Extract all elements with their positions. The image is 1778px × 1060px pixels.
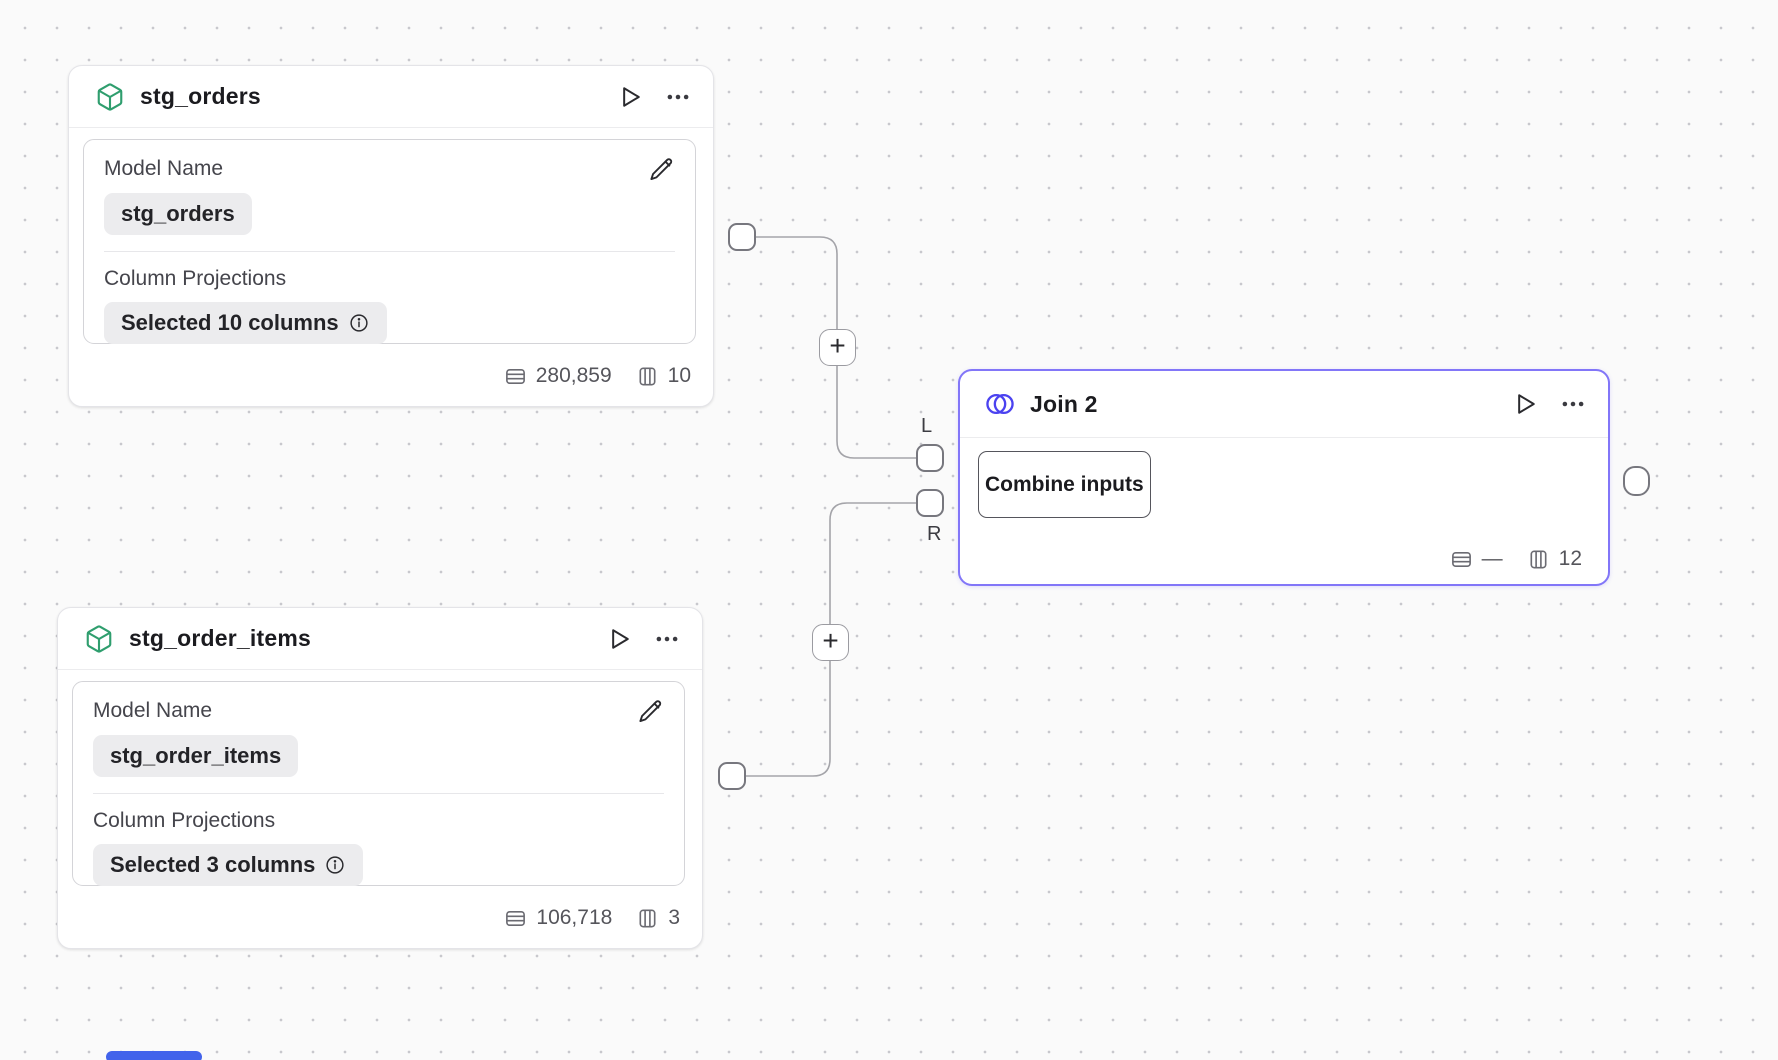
model-name-value: stg_orders [121, 201, 235, 226]
model-name-value-pill: stg_order_items [93, 735, 299, 777]
columns-icon [636, 365, 659, 388]
node-title: Join 2 [1030, 390, 1098, 417]
output-port-stg-order-items[interactable] [718, 762, 746, 790]
edit-model-name-button[interactable] [637, 698, 664, 725]
node-stg-order-items[interactable]: stg_order_items Model Name [57, 607, 703, 949]
model-config-card: Model Name stg_order_items Column Projec… [72, 681, 685, 887]
node-join-2[interactable]: Join 2 Combine inputs [958, 369, 1610, 586]
node-stg-orders[interactable]: stg_orders Model Name [68, 65, 714, 407]
column-projections-label: Column Projections [104, 267, 287, 290]
info-icon[interactable] [324, 854, 346, 876]
output-port-join[interactable] [1623, 466, 1650, 496]
header-divider [960, 437, 1608, 438]
column-count-value: 3 [668, 906, 680, 929]
column-count-value: 12 [1558, 547, 1582, 570]
plus-icon: + [829, 330, 846, 361]
play-icon [616, 83, 644, 111]
header-divider [58, 669, 702, 670]
row-count-value: 280,859 [535, 364, 612, 387]
node-header: stg_orders [69, 66, 713, 127]
columns-icon [636, 907, 659, 930]
node-stats-footer: 106,718 3 [58, 886, 702, 950]
ellipsis-icon [665, 84, 691, 110]
right-port-label: R [927, 523, 942, 545]
output-port-stg-orders[interactable] [728, 223, 756, 251]
column-projections-pill[interactable]: Selected 3 columns [93, 844, 364, 887]
model-name-label: Model Name [104, 157, 224, 180]
pencil-icon [637, 698, 664, 725]
model-config-card: Model Name stg_orders Column Projections… [83, 139, 696, 345]
column-count-value: 10 [667, 364, 691, 387]
model-name-label: Model Name [93, 699, 213, 722]
plus-icon: + [822, 625, 839, 656]
node-title: stg_order_items [129, 625, 311, 651]
node-menu-button[interactable] [1560, 391, 1586, 417]
columns-icon [1527, 548, 1550, 571]
node-menu-button[interactable] [665, 84, 691, 110]
model-cube-icon [95, 82, 125, 112]
info-icon[interactable] [348, 312, 370, 334]
model-cube-icon [84, 624, 114, 654]
ellipsis-icon [1560, 391, 1586, 417]
combine-inputs-button[interactable]: Combine inputs [978, 451, 1151, 518]
ellipsis-icon [654, 626, 680, 652]
node-header: stg_order_items [58, 608, 702, 669]
column-count-stat: 3 [636, 906, 680, 930]
node-menu-button[interactable] [654, 626, 680, 652]
column-projections-value: Selected 10 columns [121, 310, 339, 336]
run-node-button[interactable] [616, 83, 644, 111]
add-node-on-edge-button-top[interactable]: + [819, 329, 856, 366]
node-stats-footer: 280,859 10 [69, 344, 713, 408]
column-count-stat: 12 [1527, 547, 1582, 571]
join-input-port-left[interactable] [916, 444, 944, 472]
card-divider [104, 251, 675, 252]
play-icon [1511, 390, 1539, 418]
model-name-value: stg_order_items [110, 743, 282, 768]
node-header: Join 2 [960, 371, 1608, 437]
column-projections-label: Column Projections [93, 809, 276, 832]
add-node-on-edge-button-bottom[interactable]: + [812, 624, 849, 661]
horizontal-scrollbar-thumb[interactable] [106, 1051, 202, 1060]
header-divider [69, 127, 713, 128]
column-count-stat: 10 [636, 364, 691, 388]
join-venn-icon [984, 392, 1016, 416]
node-stats-footer: — 12 [1450, 547, 1582, 571]
edit-model-name-button[interactable] [648, 156, 675, 183]
rows-icon [504, 907, 527, 930]
rows-icon [504, 365, 527, 388]
row-count-stat: — [1450, 547, 1503, 571]
column-projections-pill[interactable]: Selected 10 columns [104, 302, 387, 345]
node-title: stg_orders [140, 83, 261, 109]
run-node-button[interactable] [605, 625, 633, 653]
rows-icon [1450, 548, 1473, 571]
run-node-button[interactable] [1511, 390, 1539, 418]
model-name-value-pill: stg_orders [104, 193, 252, 235]
row-count-value: — [1481, 547, 1503, 570]
row-count-value: 106,718 [536, 906, 613, 929]
row-count-stat: 106,718 [504, 906, 612, 930]
play-icon [605, 625, 633, 653]
column-projections-value: Selected 3 columns [110, 852, 316, 878]
join-input-port-right[interactable] [916, 489, 944, 517]
pencil-icon [648, 156, 675, 183]
card-divider [93, 793, 664, 794]
row-count-stat: 280,859 [504, 364, 612, 388]
left-port-label: L [921, 415, 933, 437]
